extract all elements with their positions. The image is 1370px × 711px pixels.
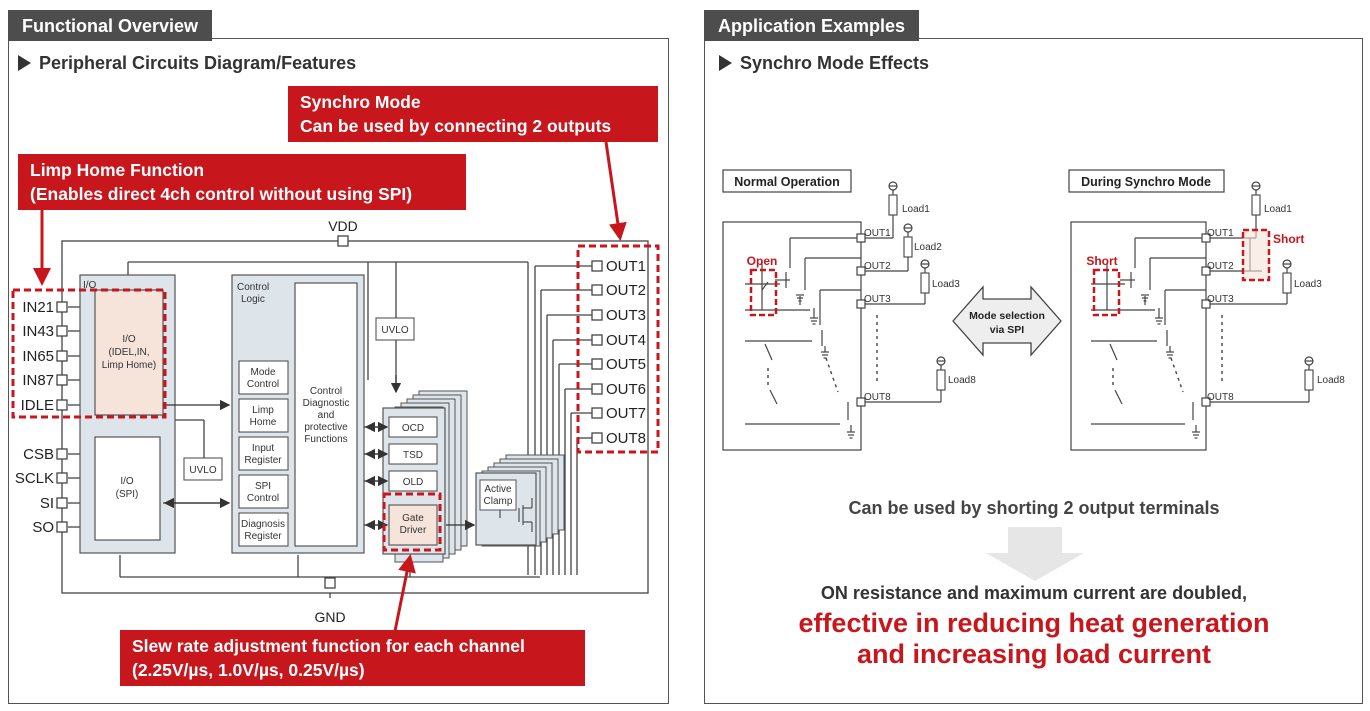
tsd-label: TSD (403, 450, 423, 461)
old-label: OLD (403, 477, 424, 488)
functional-overview-tab: Functional Overview (8, 10, 213, 41)
pin-in87: IN87 (22, 372, 54, 389)
control-diag-line4: protective (304, 422, 348, 433)
control-diag-line5: Functions (304, 434, 347, 445)
limp-home-line2: Home (250, 417, 277, 428)
io-outer-label: I/O (83, 280, 97, 291)
io-spi-line1: I/O (120, 476, 134, 487)
pin-in43: IN43 (22, 323, 54, 340)
down-arrow-icon (986, 527, 1084, 581)
synchro-mode-callout: Synchro Mode Can be used by connecting 2… (288, 86, 658, 142)
triangle-bullet-icon (719, 55, 732, 71)
normal-operation-title: Normal Operation (734, 175, 840, 189)
control-logic-line1: Control (237, 282, 269, 293)
uvlo-left-label: UVLO (189, 465, 216, 476)
synchro-callout-line2: Can be used by connecting 2 outputs (300, 116, 612, 136)
short-label-right: Short (1273, 232, 1304, 246)
limp-home-callout: Limp Home Function (Enables direct 4ch c… (18, 154, 466, 210)
pin-in21: IN21 (22, 299, 54, 316)
on-resistance-text: ON resistance and maximum current are do… (820, 583, 1248, 603)
limp-home-line1: Limp (252, 405, 274, 416)
synchro-mode-diagram: Normal Operation During Synchro Mode Ope… (722, 169, 1345, 451)
peripheral-circuit-diagram: VDD GND IN21 IN43 IN65 IN87 IDLE CSB SCL… (11, 141, 660, 632)
synchro-mode-title: During Synchro Mode (1081, 175, 1211, 189)
mode-control-line2: Control (247, 379, 279, 390)
synchro-effects-subtitle: Synchro Mode Effects (719, 53, 929, 74)
diagnosis-register-line1: Diagnosis (241, 519, 285, 530)
pin-out8: OUT8 (606, 430, 646, 447)
control-diag-line3: and (318, 410, 335, 421)
open-label: Open (747, 254, 778, 268)
limp-callout-line2: (Enables direct 4ch control without usin… (30, 184, 413, 204)
triangle-bullet-icon (18, 55, 31, 71)
ocd-label: OCD (402, 423, 424, 434)
pin-out2: OUT2 (606, 282, 646, 299)
gate-driver-line1: Gate (402, 513, 424, 524)
mode-selection-line2: via SPI (990, 324, 1025, 336)
application-examples-panel (704, 38, 1363, 704)
effective-text-line1: effective in reducing heat generation (798, 608, 1270, 638)
synchro-out8: OUT8 (1207, 392, 1234, 403)
control-logic-line2: Logic (241, 294, 265, 305)
normal-load1: Load1 (902, 204, 930, 215)
input-register-line2: Register (244, 455, 282, 466)
uvlo-top-label: UVLO (381, 325, 408, 336)
shorting-text: Can be used by shorting 2 output termina… (848, 498, 1220, 518)
active-clamp-line1: Active (484, 484, 512, 495)
mode-control-line1: Mode (250, 367, 275, 378)
pin-so: SO (32, 519, 54, 536)
gate-driver-line2: Driver (400, 525, 427, 536)
pin-out6: OUT6 (606, 381, 646, 398)
control-diag-line2: Diagnostic (303, 398, 350, 409)
normal-load2: Load2 (914, 242, 942, 253)
pin-out7: OUT7 (606, 405, 646, 422)
pin-out4: OUT4 (606, 332, 646, 349)
synchro-callout-line1: Synchro Mode (300, 92, 421, 112)
slew-rate-callout: Slew rate adjustment function for each c… (120, 630, 585, 686)
synchro-load3: Load3 (1294, 279, 1322, 290)
normal-load8: Load8 (948, 375, 976, 386)
synchro-effects-subtitle-text: Synchro Mode Effects (740, 53, 930, 73)
synchro-load8: Load8 (1317, 375, 1345, 386)
peripheral-subtitle-text: Peripheral Circuits Diagram/Features (39, 53, 357, 73)
synchro-out3: OUT3 (1207, 294, 1234, 305)
pin-si: SI (40, 495, 54, 512)
slew-callout-line1: Slew rate adjustment function for each c… (132, 636, 525, 656)
control-diag-line1: Control (310, 386, 342, 397)
pin-idle: IDLE (21, 397, 54, 414)
diagnosis-register-line2: Register (244, 531, 282, 542)
pin-sclk: SCLK (15, 470, 54, 487)
normal-load3: Load3 (932, 279, 960, 290)
normal-out8: OUT8 (864, 392, 891, 403)
active-clamp-line2: Clamp (484, 496, 513, 507)
synchro-load1: Load1 (1264, 204, 1292, 215)
spi-control-line1: SPI (255, 481, 271, 492)
limp-callout-line1: Limp Home Function (30, 160, 205, 180)
normal-out1: OUT1 (864, 228, 891, 239)
pin-out5: OUT5 (606, 356, 646, 373)
normal-out2: OUT2 (864, 261, 891, 272)
synchro-out1: OUT1 (1207, 228, 1234, 239)
peripheral-subtitle: Peripheral Circuits Diagram/Features (18, 53, 356, 74)
application-examples-tab: Application Examples (704, 10, 920, 41)
synchro-out2: OUT2 (1207, 261, 1234, 272)
normal-out3: OUT3 (864, 294, 891, 305)
gnd-label: GND (314, 609, 345, 625)
vdd-label: VDD (328, 218, 358, 234)
mode-selection-line1: Mode selection (969, 310, 1045, 322)
input-register-line1: Input (252, 443, 274, 454)
effective-text-line2: and increasing load current (856, 639, 1212, 669)
short-label-left: Short (1086, 254, 1117, 268)
pin-in65: IN65 (22, 348, 54, 365)
pin-out3: OUT3 (606, 307, 646, 324)
io-limp-line3: Limp Home) (102, 360, 156, 371)
io-spi-line2: (SPI) (116, 489, 139, 500)
pin-out1: OUT1 (606, 258, 646, 275)
io-limp-line1: I/O (122, 334, 136, 345)
slew-callout-line2: (2.25V/µs, 1.0V/µs, 0.25V/µs) (132, 660, 365, 680)
pin-csb: CSB (23, 446, 54, 463)
io-limp-line2: (IDEL,IN, (108, 347, 149, 358)
spi-control-line2: Control (247, 493, 279, 504)
